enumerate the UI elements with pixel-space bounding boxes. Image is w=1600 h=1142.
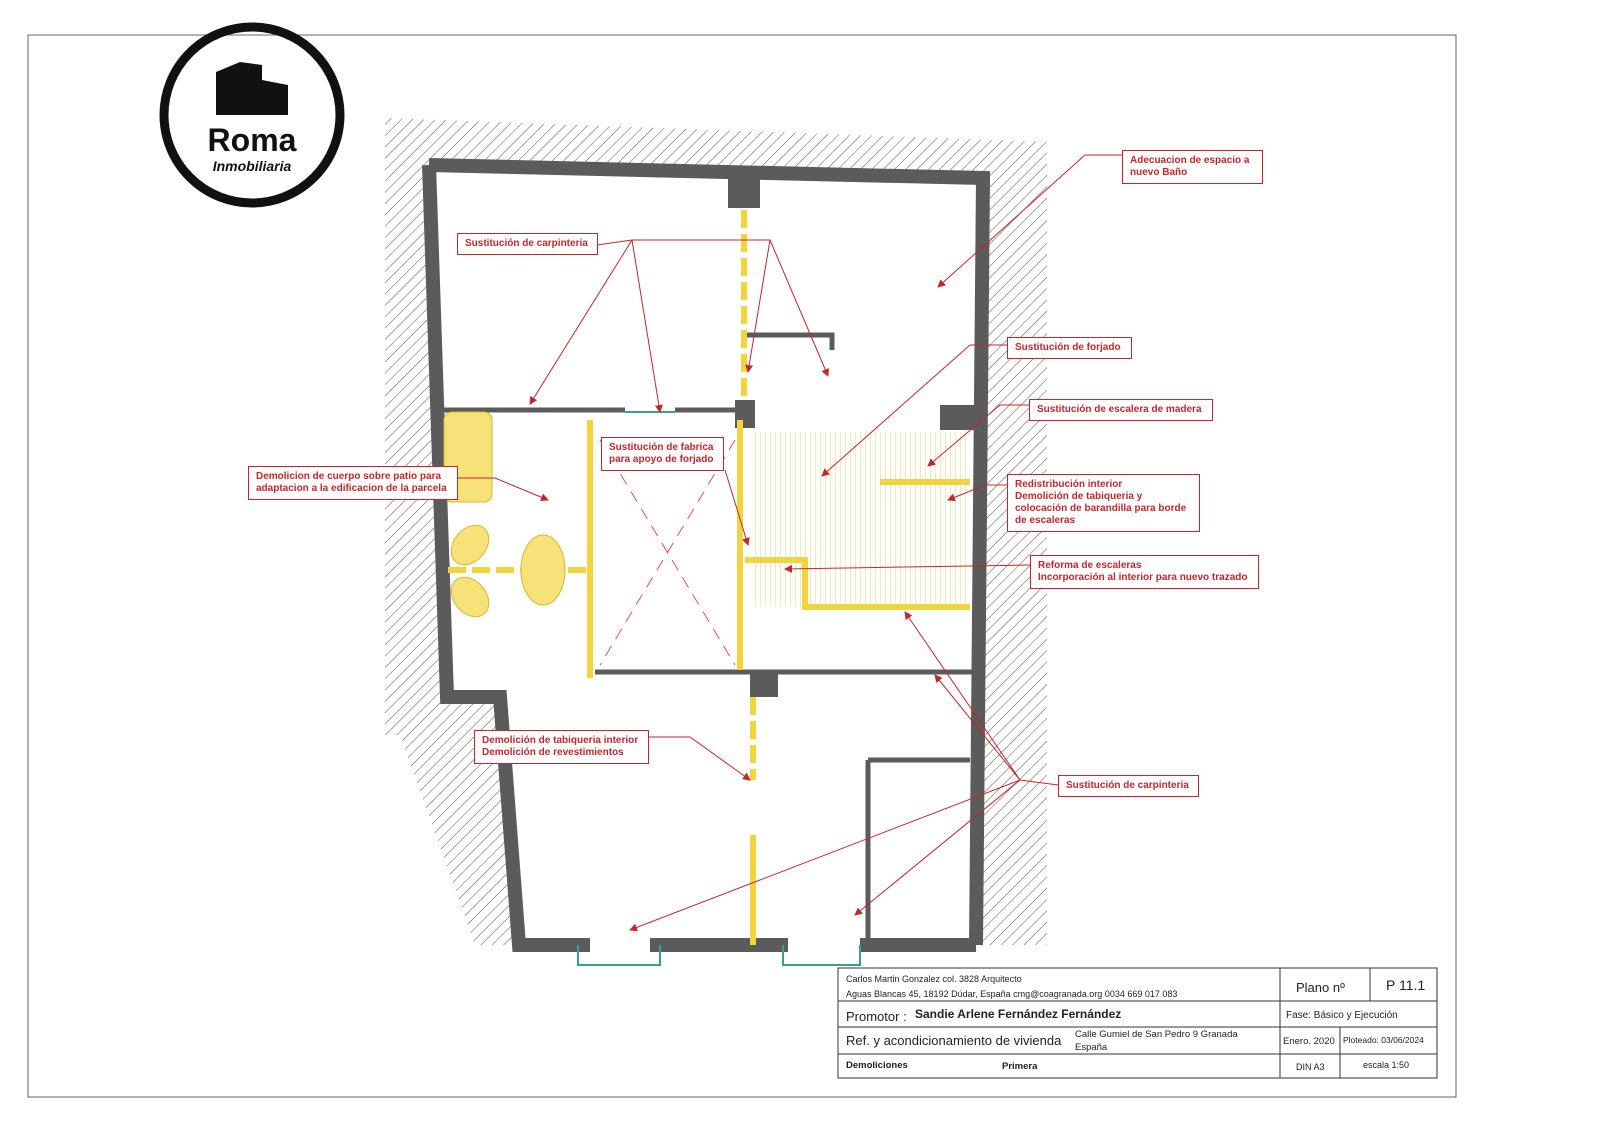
annotation-label: Sustitución de escalera de madera xyxy=(1029,399,1213,421)
sheet-name: Demoliciones xyxy=(846,1060,908,1071)
annotation-line: adaptacion a la edificacion de la parcel… xyxy=(256,483,447,494)
annotation-line: Sustitución de carpinteria xyxy=(465,238,588,249)
colosseum-icon xyxy=(216,62,288,115)
walls xyxy=(422,158,991,952)
logo-name: Roma xyxy=(207,122,297,158)
annotation-line: para apoyo de forjado xyxy=(609,454,714,465)
format: DIN A3 xyxy=(1296,1062,1325,1072)
architect: Carlos Martin Gonzalez col. 3828 Arquite… xyxy=(846,974,1022,984)
void-cross xyxy=(599,439,736,666)
annotation-line: de escaleras xyxy=(1015,515,1076,526)
windows xyxy=(577,411,861,966)
ploteado: Ploteado: 03/06/2024 xyxy=(1343,1035,1424,1045)
location-line-2: España xyxy=(1075,1042,1108,1053)
scale: escala 1:50 xyxy=(1363,1060,1410,1070)
annotation-line: Demolición de tabiqueria y xyxy=(1015,491,1143,502)
architect-address: Aguas Blancas 45, 18192 Dúdar, España cm… xyxy=(846,989,1178,999)
annotation-label: Sustitución de forjado xyxy=(1007,337,1132,359)
annotation-line: Redistribución interior xyxy=(1015,479,1123,490)
sheet-border xyxy=(27,34,1457,1098)
annotation-line: Adecuacion de espacio a xyxy=(1130,155,1250,166)
location-line-1: Calle Gumiel de San Pedro 9 Granada xyxy=(1075,1029,1238,1040)
date: Enero. 2020 xyxy=(1283,1036,1335,1047)
annotation-line: Demolicion de cuerpo sobre patio para xyxy=(256,471,442,482)
logo-ring xyxy=(159,22,345,208)
project: Ref. y acondicionamiento de vivienda xyxy=(846,1033,1062,1048)
plano-label: Plano nº xyxy=(1296,980,1345,995)
annotation-label: Sustitución de carpinteria xyxy=(457,233,598,255)
toilet xyxy=(450,524,490,566)
plano-value: P 11.1 xyxy=(1386,977,1426,993)
annotation-label: Sustitución de carpinteria xyxy=(1058,775,1199,797)
floor: Primera xyxy=(1002,1061,1038,1072)
fase: Fase: Básico y Ejecución xyxy=(1286,1010,1398,1021)
sink xyxy=(520,534,566,606)
annotation-line: colocación de barandilla para borde xyxy=(1015,503,1187,514)
annotation-line: Sustitución de fabrica xyxy=(609,442,714,453)
annotation-line: Sustitución de carpinteria xyxy=(1066,780,1189,791)
annotation-line: Incorporación al interior para nuevo tra… xyxy=(1038,572,1248,583)
annotation-line: Sustitución de forjado xyxy=(1015,342,1121,353)
annotation-line: Sustitución de escalera de madera xyxy=(1037,404,1202,415)
annotation-line: Demolición de revestimientos xyxy=(482,747,624,758)
annotation-line: Demolición de tabiqueria interior xyxy=(482,735,639,746)
promotor-value: Sandie Arlene Fernández Fernández xyxy=(915,1007,1122,1021)
promotor-label: Promotor : xyxy=(846,1009,907,1024)
bidet xyxy=(450,576,490,618)
annotation-line: Reforma de escaleras xyxy=(1038,560,1142,571)
logo-subtitle: Inmobiliaria xyxy=(212,158,292,174)
stair-area xyxy=(755,432,968,607)
title-block-grid xyxy=(837,967,1438,1079)
annotation-line: nuevo Baño xyxy=(1130,167,1188,178)
